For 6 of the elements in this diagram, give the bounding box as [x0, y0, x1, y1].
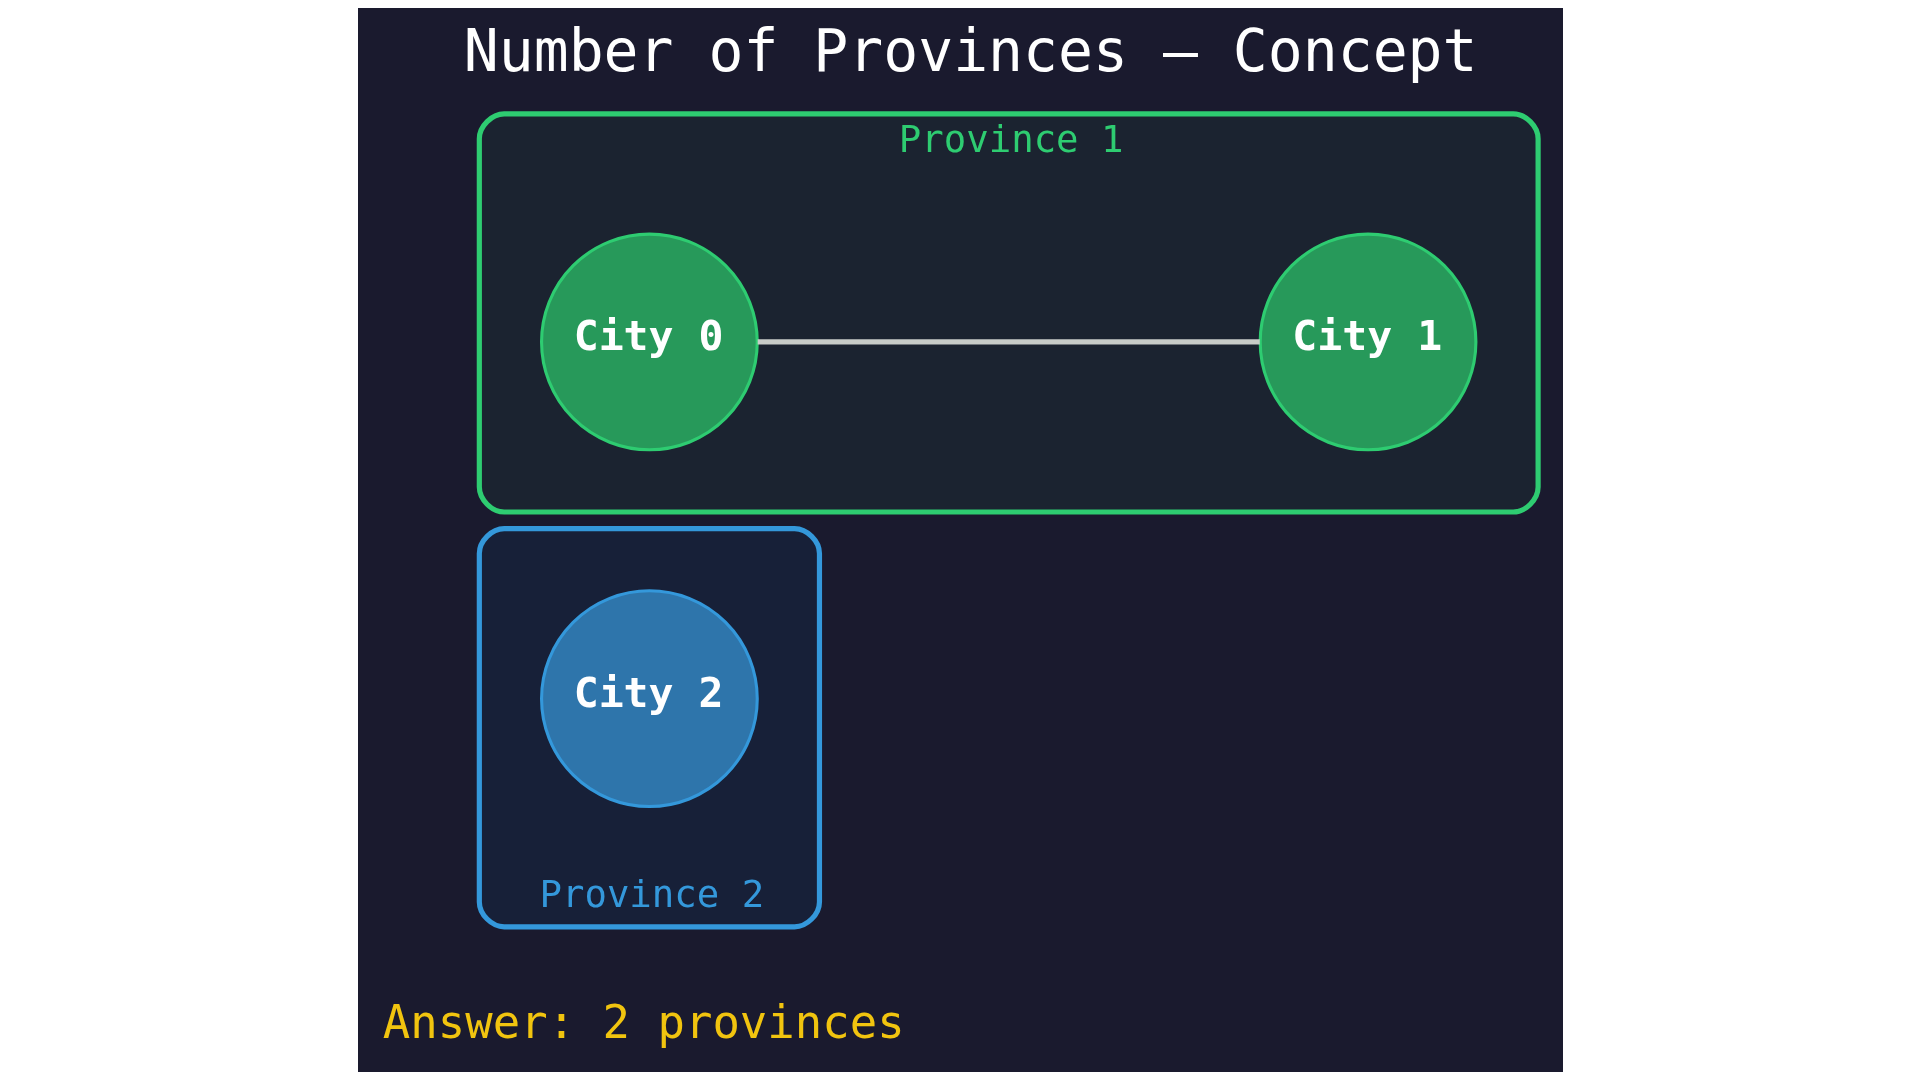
diagram-title: Number of Provinces — Concept: [463, 17, 1478, 86]
node-circle: City 1: [1258, 232, 1477, 452]
node-circle: City 0: [539, 232, 759, 452]
connector: [757, 339, 1260, 345]
label: Answer: 2 provinces: [382, 995, 905, 1049]
node-circle: City 2: [539, 589, 759, 809]
